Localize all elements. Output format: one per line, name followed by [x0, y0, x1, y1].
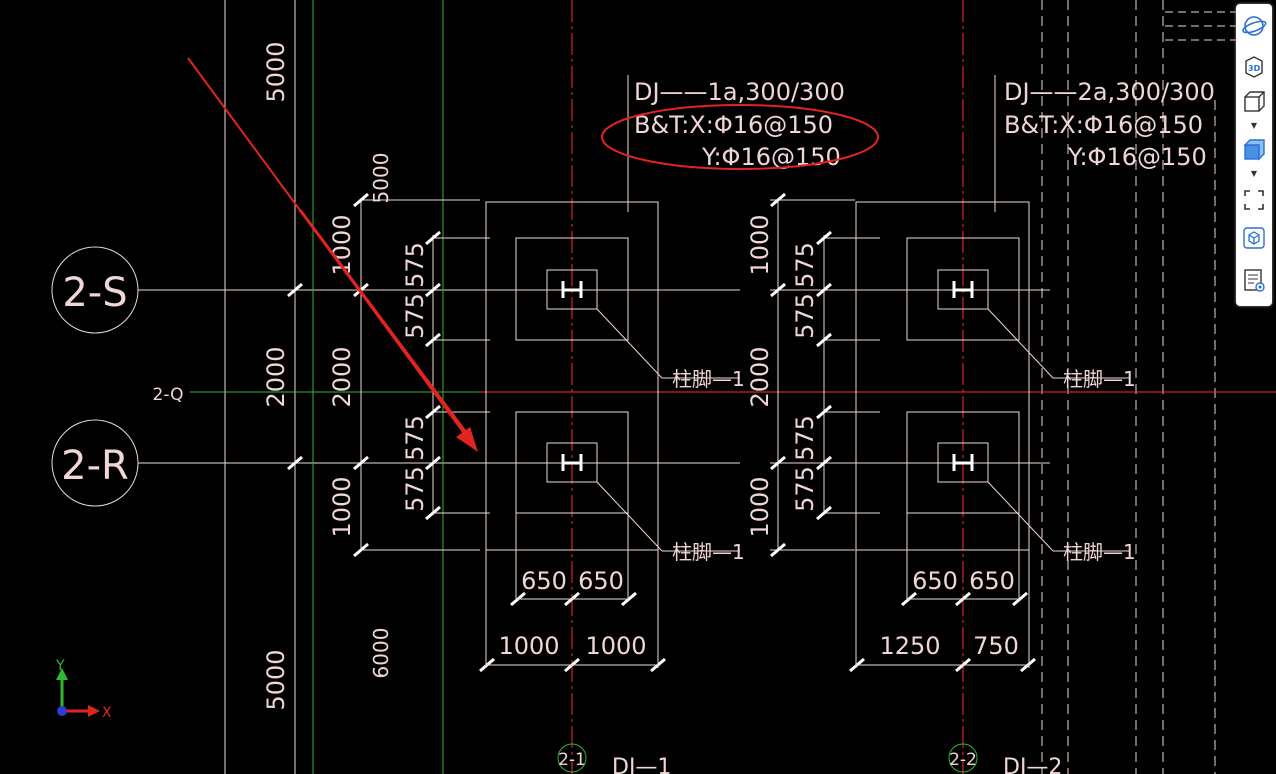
grid-lines — [138, 0, 1236, 774]
dim-outer-mid: 2000 — [262, 346, 290, 407]
svg-text:2-1: 2-1 — [558, 750, 586, 770]
ucs-axis-icon: Y X — [55, 658, 112, 721]
footing2-note-line1: DJ——2a,300/300 — [1004, 78, 1215, 106]
footing1-note-line2: B&T:X:Φ16@150 — [634, 111, 833, 139]
svg-text:1000: 1000 — [585, 632, 646, 660]
svg-text:1000: 1000 — [498, 632, 559, 660]
svg-text:575: 575 — [401, 242, 429, 288]
footing-dj-2[interactable] — [855, 75, 1130, 668]
footing2-note-line2: B&T:X:Φ16@150 — [1004, 111, 1203, 139]
red-arrow-annotation — [187, 57, 478, 452]
view-3d-icon[interactable]: 3D — [1240, 52, 1268, 80]
zoom-extents-icon[interactable] — [1240, 186, 1268, 214]
green-reference-lines — [190, 0, 480, 774]
footing-dj-1[interactable] — [485, 75, 740, 668]
chevron-down-icon[interactable]: ▼ — [1250, 169, 1258, 178]
svg-text:650: 650 — [912, 567, 958, 595]
svg-text:2000: 2000 — [746, 346, 774, 407]
view-cube-icon[interactable] — [1240, 224, 1268, 252]
view-toolbar: 3D ▼ ▼ — [1236, 4, 1272, 306]
orbit-icon[interactable] — [1240, 12, 1268, 40]
grid-label-2-q: 2-Q — [153, 385, 184, 405]
svg-text:2-2: 2-2 — [949, 750, 977, 770]
svg-text:575: 575 — [401, 466, 429, 512]
dim-inner-1000b: 1000 — [328, 476, 356, 537]
svg-text:575: 575 — [791, 293, 819, 339]
dim-inner-2000: 2000 — [328, 346, 356, 407]
properties-icon[interactable] — [1240, 266, 1268, 294]
box-view-icon[interactable] — [1240, 88, 1268, 116]
chevron-down-icon[interactable]: ▼ — [1250, 121, 1258, 130]
svg-text:1000: 1000 — [746, 214, 774, 275]
axis-y-label: Y — [55, 658, 65, 674]
svg-text:650: 650 — [969, 567, 1015, 595]
svg-text:575: 575 — [791, 242, 819, 288]
svg-text:650: 650 — [578, 567, 624, 595]
svg-text:575: 575 — [791, 466, 819, 512]
svg-text:2-R: 2-R — [61, 443, 129, 489]
svg-text:3D: 3D — [1248, 64, 1261, 73]
svg-text:1250: 1250 — [879, 632, 940, 660]
grid-bubble-2-r[interactable]: 2-R — [51, 419, 139, 507]
grid-bubble-2-2[interactable]: 2-2 — [948, 743, 978, 773]
dim-outer-bottom: 5000 — [262, 649, 290, 710]
svg-text:750: 750 — [973, 632, 1019, 660]
footing2-tag: DJ—2 — [1003, 755, 1062, 774]
svg-text:1000: 1000 — [746, 476, 774, 537]
svg-text:575: 575 — [791, 415, 819, 461]
dim-inner-top: 5000 — [369, 153, 393, 204]
svg-text:650: 650 — [521, 567, 567, 595]
dim-outer-top: 5000 — [262, 41, 290, 102]
column-base-symbols-1 — [561, 281, 583, 471]
shaded-box-icon[interactable] — [1240, 136, 1268, 164]
footing1-note-line1: DJ——1a,300/300 — [634, 78, 845, 106]
dimension-ticks — [287, 192, 1036, 673]
highlight-ellipse — [601, 104, 879, 170]
left-dimension-chains — [360, 199, 880, 551]
footing2-col-label-top: 柱脚—1 — [1063, 367, 1136, 391]
svg-text:575: 575 — [401, 293, 429, 339]
footing1-tag: DJ—1 — [612, 755, 671, 774]
dim-inner-6000: 6000 — [369, 628, 393, 679]
footing1-col-label-bottom: 柱脚—1 — [672, 540, 745, 564]
footing1-col-label-top: 柱脚—1 — [672, 367, 745, 391]
svg-text:575: 575 — [401, 415, 429, 461]
column-base-symbols-2 — [952, 281, 974, 471]
red-axis-lines — [480, 0, 1276, 774]
grid-bubble-2-s[interactable]: 2-S — [51, 246, 139, 334]
svg-text:2-S: 2-S — [62, 270, 127, 316]
footing2-note-line3: Y:Φ16@150 — [1067, 143, 1207, 171]
footing2-col-label-bottom: 柱脚—1 — [1063, 540, 1136, 564]
footing1-note-line3: Y:Φ16@150 — [701, 143, 841, 171]
axis-x-label: X — [102, 705, 112, 721]
grid-bubble-2-1[interactable]: 2-1 — [557, 743, 587, 773]
